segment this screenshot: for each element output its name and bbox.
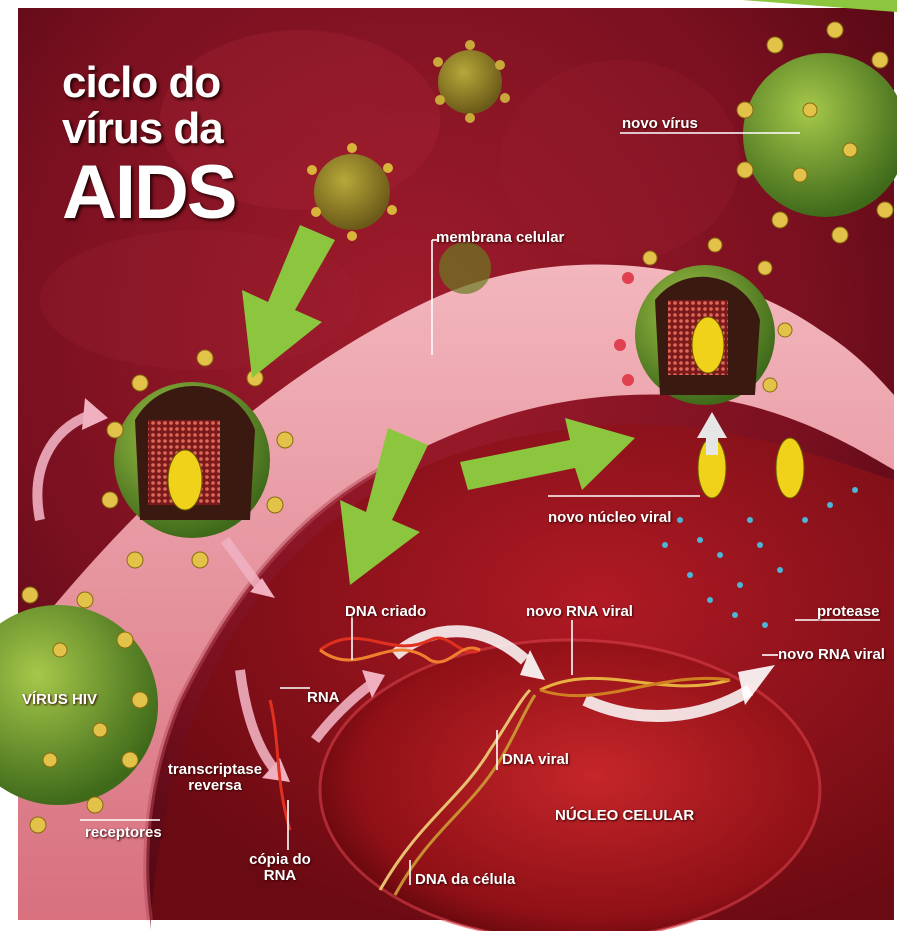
label-novo-rna-viral-right: novo RNA viral: [778, 647, 885, 663]
diagram-title: ciclo do vírus da AIDS: [62, 60, 236, 234]
viral-core-2: [776, 438, 804, 498]
label-copia-line-1: cópia do: [240, 852, 320, 868]
label-transcriptase-line-1: transcriptase: [160, 762, 270, 778]
label-transcriptase-line-2: reversa: [160, 778, 270, 794]
label-dna-criado: DNA criado: [345, 604, 426, 620]
title-line-2: vírus da: [62, 106, 236, 152]
background-virus-3: [439, 242, 491, 294]
label-rna: RNA: [307, 690, 340, 706]
label-protease: protease: [817, 604, 880, 620]
label-transcriptase-reversa: transcriptase reversa: [160, 762, 270, 794]
label-novo-nucleo-viral: novo núcleo viral: [548, 510, 671, 526]
label-dna-viral: DNA viral: [502, 752, 569, 768]
label-membrana-celular: membrana celular: [436, 230, 564, 246]
label-novo-rna-viral-top: novo RNA viral: [526, 604, 633, 620]
label-nucleo-celular: NÚCLEO CELULAR: [555, 808, 694, 824]
label-copia-line-2: RNA: [240, 868, 320, 884]
label-novo-virus: novo vírus: [622, 116, 698, 132]
label-virus-hiv: VÍRUS HIV: [22, 692, 97, 708]
title-line-1: ciclo do: [62, 60, 236, 106]
title-line-3: AIDS: [62, 152, 236, 234]
label-copia-do-rna: cópia do RNA: [240, 852, 320, 884]
label-dna-da-celula: DNA da célula: [415, 872, 515, 888]
label-receptores: receptores: [85, 825, 162, 841]
